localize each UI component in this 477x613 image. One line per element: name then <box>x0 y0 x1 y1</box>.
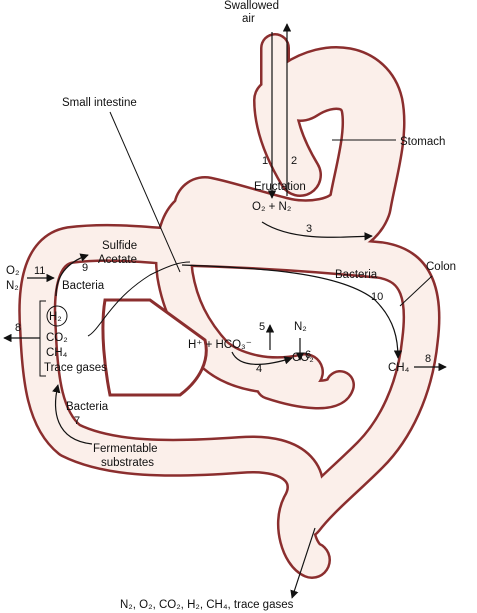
label-bacteria-upper: Bacteria <box>62 280 105 292</box>
label-eructation: Eructation <box>254 181 306 193</box>
label-o2: O₂ <box>6 265 19 277</box>
num-5: 5 <box>259 321 265 333</box>
num-6: 6 <box>305 349 311 361</box>
label-o2-n2: O₂ + N₂ <box>252 201 291 213</box>
label-stomach: Stomach <box>400 136 445 148</box>
arrow-10 <box>181 264 403 359</box>
arrow-9 <box>55 253 89 297</box>
h2-circle <box>46 305 68 327</box>
label-trace-gases: Trace gases <box>44 362 107 374</box>
gi-tract <box>18 33 441 579</box>
label-substrates: substrates <box>101 457 154 469</box>
label-bottom-gases: N₂, O₂, CO₂, H₂, CH₄, trace gases <box>120 599 294 611</box>
label-sulfide: Sulfide <box>102 240 137 252</box>
label-bacteria-lower: Bacteria <box>66 401 109 413</box>
label-acetate: Acetate <box>98 254 137 266</box>
label-swallowed: Swallowed <box>224 0 279 12</box>
leader-lines <box>109 111 433 307</box>
label-n2-left: N₂ <box>6 280 19 292</box>
label-ch4-box: CH₄ <box>46 347 68 359</box>
num-7: 7 <box>74 415 80 427</box>
label-n2-mid: N₂ <box>294 321 307 333</box>
label-small-intestine: Small intestine <box>62 97 137 109</box>
num-8-left: 8 <box>15 322 21 334</box>
arrow-exit <box>290 527 316 599</box>
num-2: 2 <box>291 155 297 167</box>
num-9: 9 <box>82 262 88 274</box>
arrow-7 <box>52 384 93 445</box>
leader-colon <box>399 275 433 307</box>
gas-bracket <box>39 300 46 377</box>
num-10: 10 <box>371 291 383 303</box>
arrow-4 <box>231 351 293 365</box>
label-hco3: H⁺ + HCO₃⁻ <box>188 339 252 351</box>
leader-small-intestine <box>109 111 181 273</box>
num-4: 4 <box>256 363 262 375</box>
link-colon-to-gases <box>87 261 191 337</box>
label-co2-mid: CO₂ <box>292 352 314 364</box>
num-1: 1 <box>262 155 268 167</box>
label-bacteria-colon: Bacteria <box>335 269 378 281</box>
num-3: 3 <box>306 223 312 235</box>
arrow-3 <box>261 221 373 241</box>
num-8-right: 8 <box>425 353 431 365</box>
label-air: air <box>242 13 255 25</box>
label-h2: H₂ <box>49 311 62 323</box>
labels: Swallowed air Small intestine Stomach Er… <box>6 0 456 611</box>
label-fermentable: Fermentable <box>93 443 158 455</box>
pathway-arrows <box>3 23 447 599</box>
pathway-numbers: 1 2 3 4 5 6 7 8 8 9 10 11 <box>15 155 431 427</box>
num-11: 11 <box>34 265 45 277</box>
label-ch4-right: CH₄ <box>388 362 410 374</box>
label-co2-box: CO₂ <box>46 332 68 344</box>
label-colon: Colon <box>426 261 456 273</box>
